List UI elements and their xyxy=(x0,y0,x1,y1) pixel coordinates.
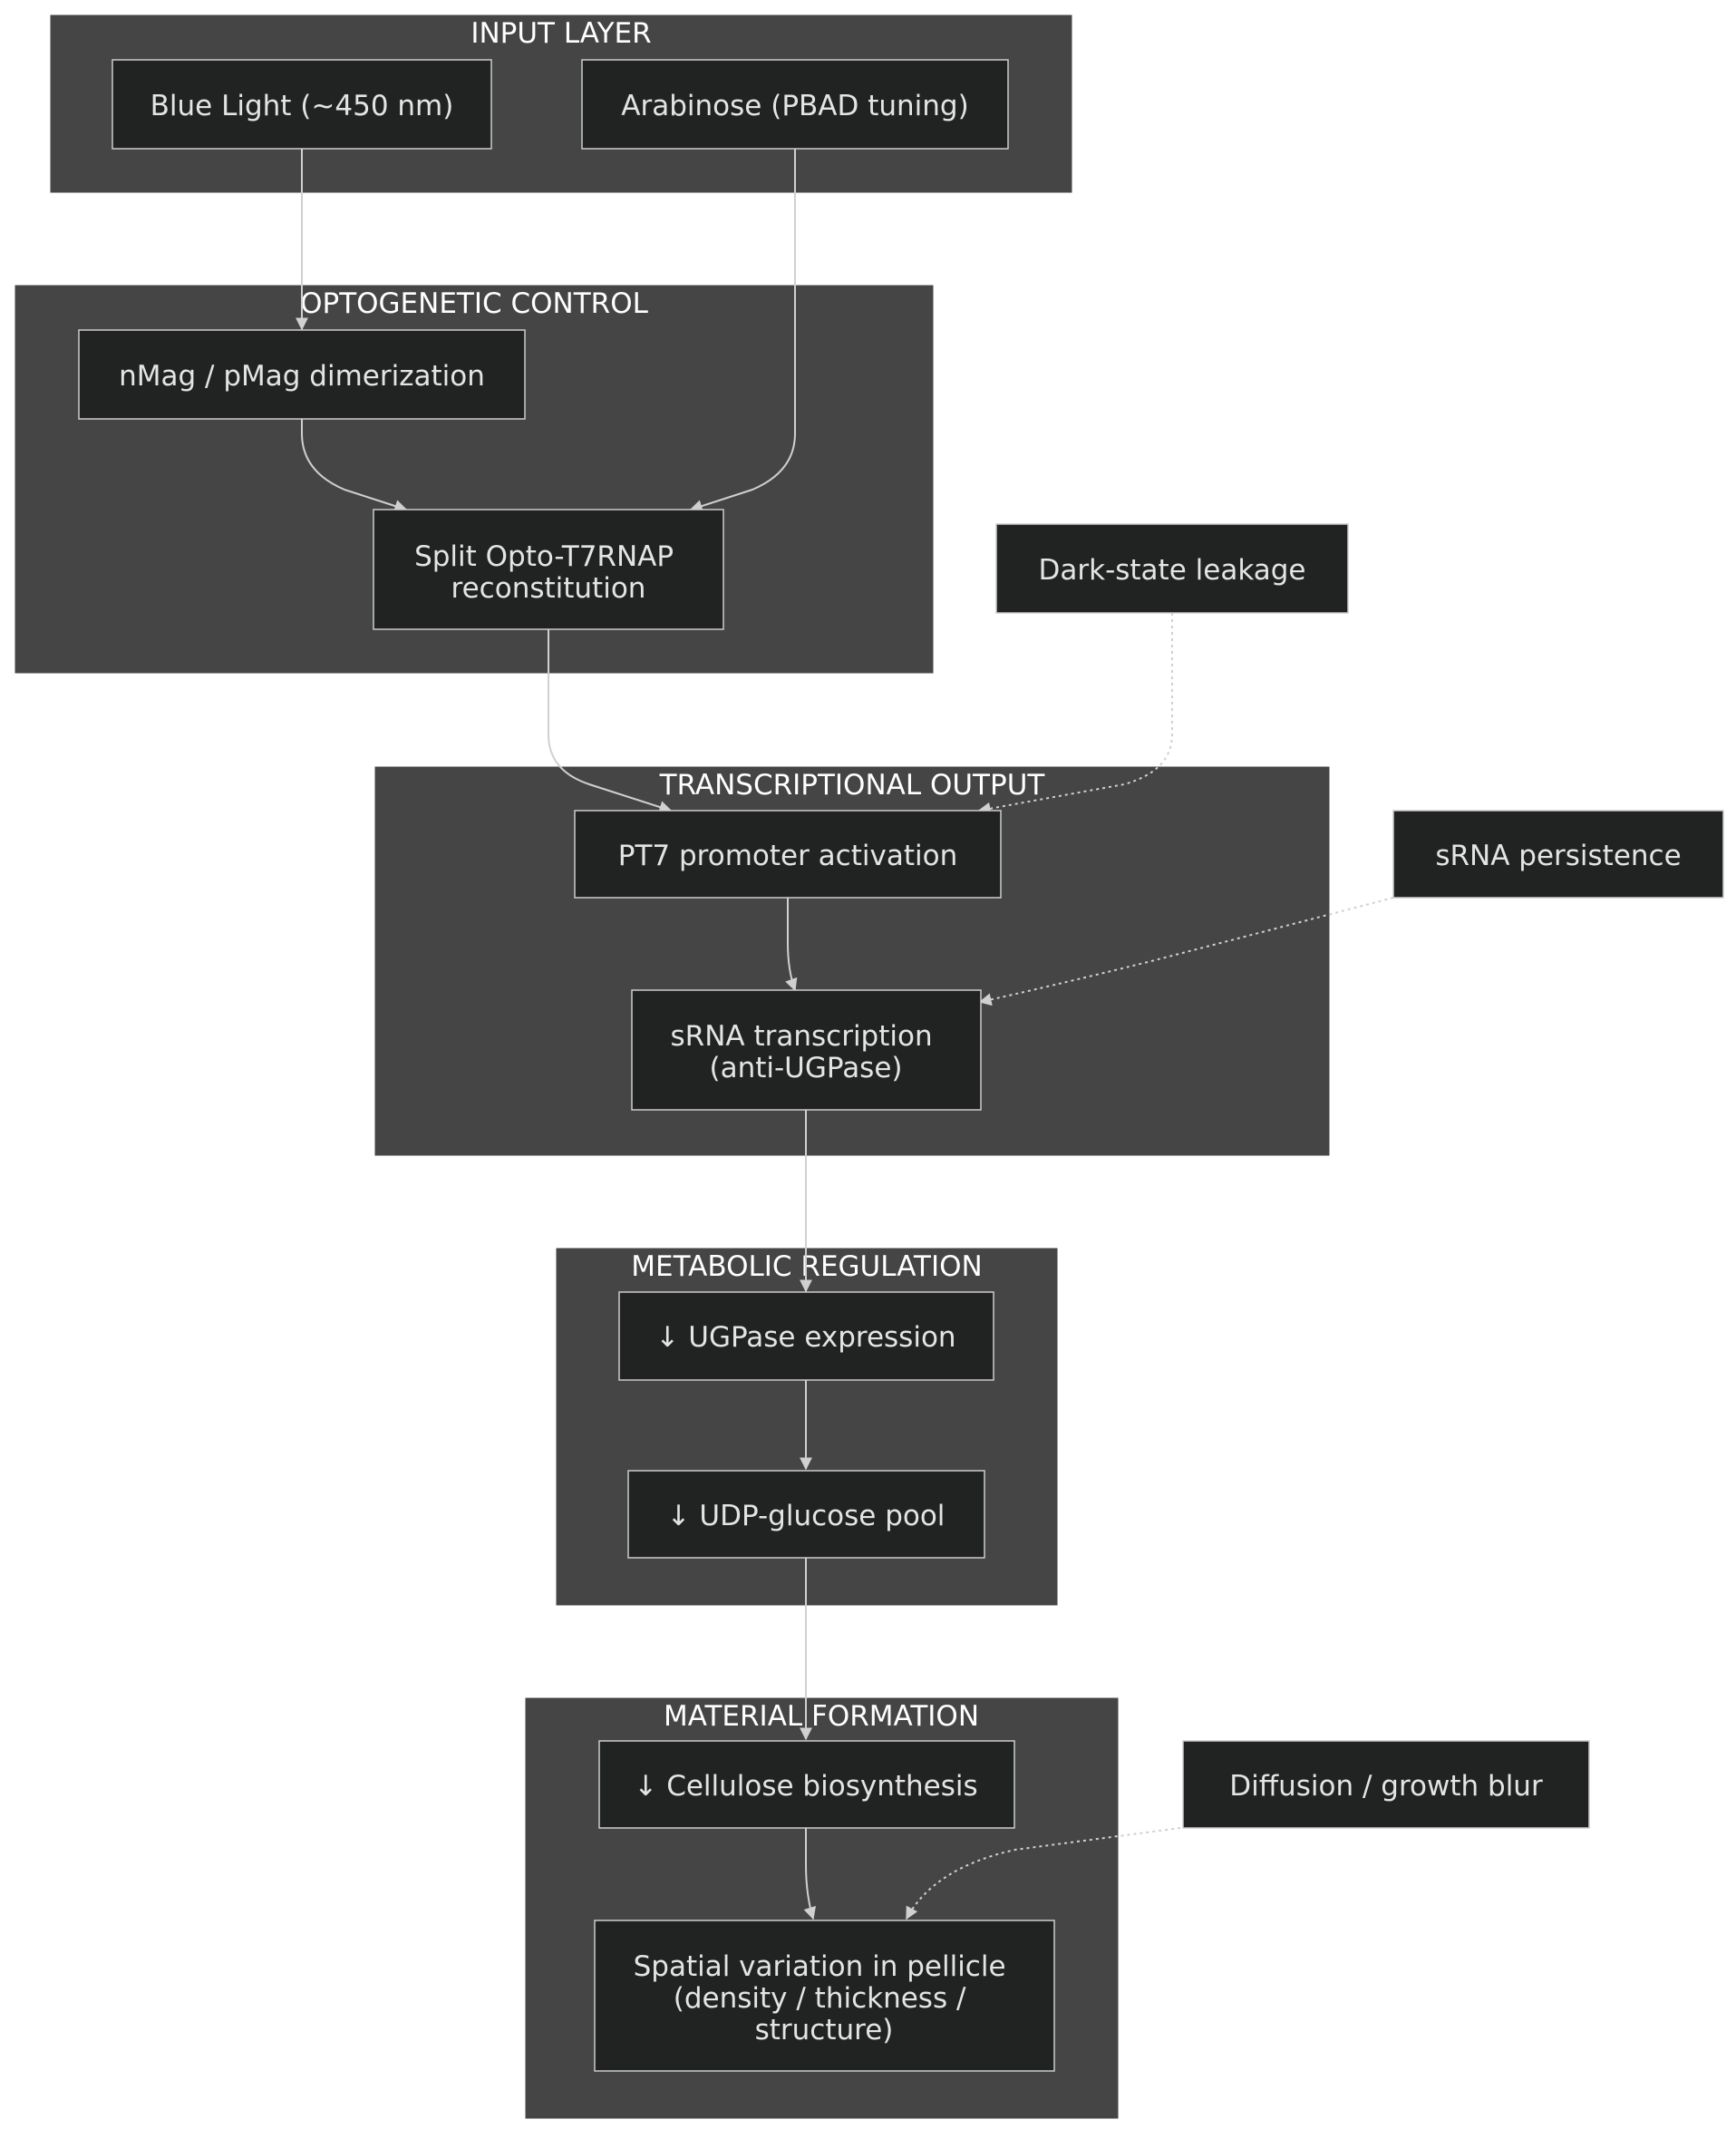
node-udp-glucose: ↓ UDP-glucose pool xyxy=(627,1470,985,1559)
edges xyxy=(296,149,1394,1920)
node-diffusion: Diffusion / growth blur xyxy=(1182,1740,1590,1829)
edge-dimerization-to-split-opto xyxy=(301,419,408,512)
edge-srna-persistence-to-srna-transcription xyxy=(978,897,1394,1006)
cluster-title-optogenetic-control: OPTOGENETIC CONTROL xyxy=(300,287,649,320)
cluster-title-material-formation: MATERIAL FORMATION xyxy=(664,1700,979,1733)
node-label: sRNA persistence xyxy=(1435,840,1681,872)
node-label: ↓ UGPase expression xyxy=(655,1321,955,1354)
cluster-title-transcriptional-output: TRANSCRIPTIONAL OUTPUT xyxy=(659,769,1046,802)
edge-arabinose-to-split-opto xyxy=(689,149,796,512)
node-label: sRNA transcription (anti-UGPase) xyxy=(671,1020,942,1084)
edge-cellulose-to-spatial xyxy=(803,1828,816,1920)
node-label: Dark-state leakage xyxy=(1039,554,1306,587)
node-srna-persistence: sRNA persistence xyxy=(1392,810,1724,899)
node-dark-leakage: Dark-state leakage xyxy=(995,523,1349,614)
node-spatial: Spatial variation in pellicle (density /… xyxy=(594,1920,1055,2072)
node-label: Split Opto-T7RNAP reconstitution xyxy=(414,540,683,605)
node-label: Arabinose (PBAD tuning) xyxy=(621,90,968,122)
node-label: ↓ Cellulose biosynthesis xyxy=(634,1770,977,1803)
node-split-opto: Split Opto-T7RNAP reconstitution xyxy=(373,509,724,630)
node-ugpase: ↓ UGPase expression xyxy=(618,1291,994,1381)
node-srna-transcription: sRNA transcription (anti-UGPase) xyxy=(631,989,982,1111)
node-label: Blue Light (~450 nm) xyxy=(150,90,454,122)
node-cellulose: ↓ Cellulose biosynthesis xyxy=(598,1740,1015,1829)
node-dimerization: nMag / pMag dimerization xyxy=(78,329,526,420)
edge-pt7-to-srna-transcription xyxy=(785,898,798,992)
node-label: Spatial variation in pellicle (density /… xyxy=(634,1950,1015,2046)
node-pt7: PT7 promoter activation xyxy=(574,810,1002,899)
node-arabinose: Arabinose (PBAD tuning) xyxy=(581,59,1009,150)
node-label: ↓ UDP-glucose pool xyxy=(667,1500,946,1532)
node-label: nMag / pMag dimerization xyxy=(119,360,485,393)
node-label: Diffusion / growth blur xyxy=(1229,1770,1543,1803)
edge-split-opto-to-pt7 xyxy=(548,629,673,813)
cluster-title-input-layer: INPUT LAYER xyxy=(470,17,651,50)
node-label: PT7 promoter activation xyxy=(618,840,957,872)
node-blue-light: Blue Light (~450 nm) xyxy=(112,59,492,150)
